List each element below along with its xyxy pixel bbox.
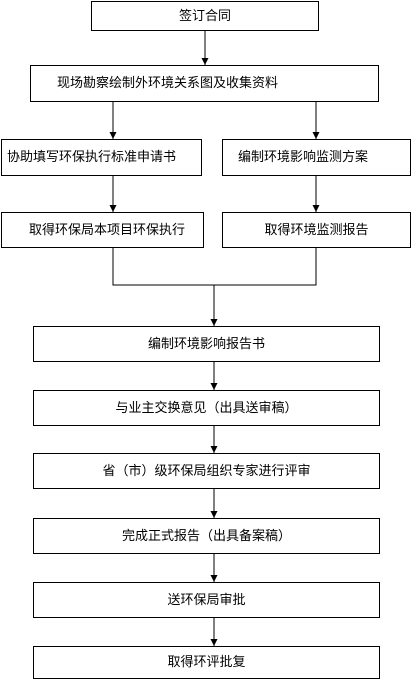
step-exchange-opinions: 与业主交换意见（出具送审稿） [33, 390, 380, 426]
step-label: 编制环境影响报告书 [147, 336, 265, 352]
step-obtain-standard: 取得环保局本项目环保执行 [1, 212, 204, 248]
step-label: 取得环保局本项目环保执行 [29, 222, 186, 238]
step-sign-contract: 签订合同 [91, 1, 319, 31]
step-label: 现场勘察绘制外环境关系图及收集资料 [57, 76, 279, 91]
step-label: 取得环境监测报告 [264, 222, 369, 238]
step-compile-eia-report: 编制环境影响报告书 [33, 326, 380, 362]
step-label: 与业主交换意见（出具送审稿） [115, 400, 298, 416]
merge-connector [112, 248, 317, 286]
step-monitoring-plan: 编制环境影响监测方案 [222, 139, 411, 176]
step-label: 取得环评批复 [167, 655, 246, 670]
step-label: 省（市）级环保局组织专家进行评审 [102, 463, 311, 479]
step-label: 完成正式报告（出具备案稿） [121, 528, 291, 544]
step-label: 签订合同 [178, 8, 231, 24]
step-label: 协助填写环保执行标准申请书 [7, 150, 177, 165]
step-label: 送环保局审批 [167, 592, 246, 608]
step-submit-approval: 送环保局审批 [33, 582, 380, 618]
step-label: 编制环境影响监测方案 [238, 150, 369, 165]
step-site-survey: 现场勘察绘制外环境关系图及收集资料 [30, 65, 379, 102]
step-formal-report: 完成正式报告（出具备案稿） [33, 518, 380, 554]
step-assist-application: 协助填写环保执行标准申请书 [1, 139, 202, 176]
step-obtain-approval: 取得环评批复 [33, 646, 380, 679]
step-expert-review: 省（市）级环保局组织专家进行评审 [33, 453, 380, 489]
step-obtain-monitoring-report: 取得环境监测报告 [222, 212, 411, 248]
